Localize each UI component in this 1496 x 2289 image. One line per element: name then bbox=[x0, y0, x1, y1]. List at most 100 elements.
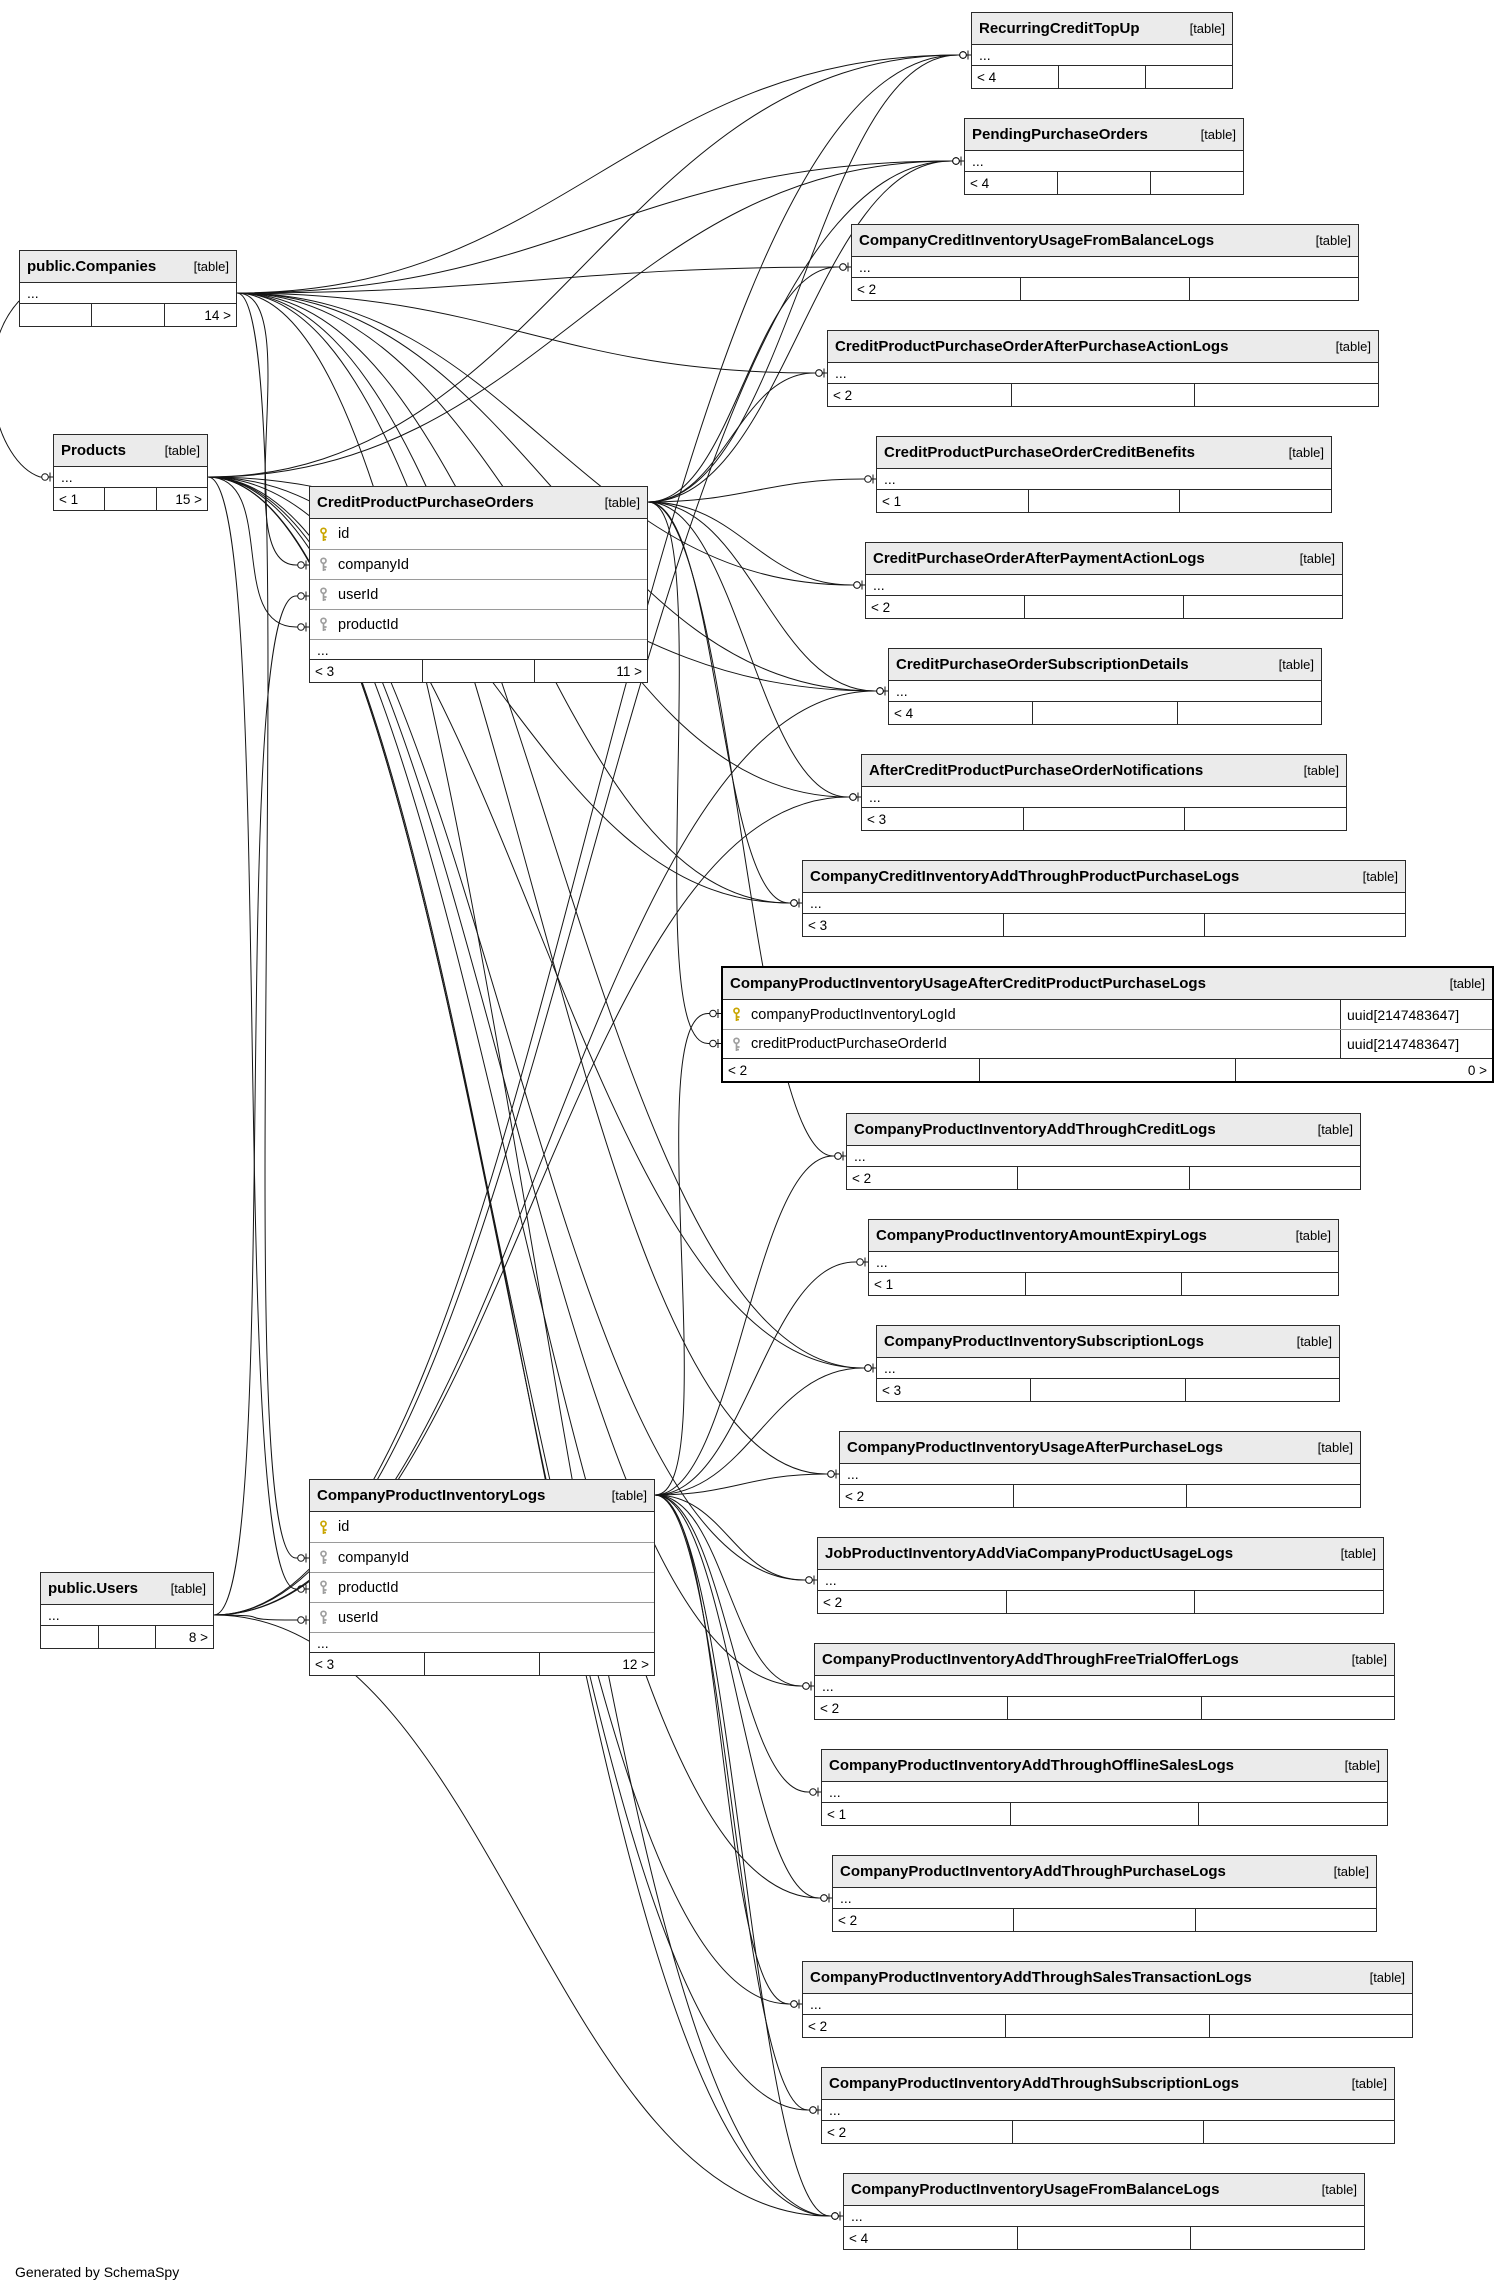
relationship-edge bbox=[647, 262, 851, 503]
footer-spacer bbox=[1009, 1803, 1199, 1825]
table-cpiatftol[interactable]: CompanyProductInventoryAddThroughFreeTri… bbox=[814, 1643, 1395, 1720]
footer-spacer bbox=[1005, 1591, 1195, 1613]
relationship-edge bbox=[236, 292, 876, 1373]
table-cpiatsl[interactable]: CompanyProductInventoryAddThroughSubscri… bbox=[821, 2067, 1395, 2144]
parents-count: < 4 bbox=[970, 175, 990, 191]
table-users[interactable]: public.Users[table]...8 > bbox=[40, 1572, 214, 1649]
table-header: CompanyProductInventoryUsageAfterPurchas… bbox=[840, 1432, 1360, 1464]
footer-spacer bbox=[1030, 1379, 1184, 1401]
table-name: CreditProductPurchaseOrderAfterPurchaseA… bbox=[835, 338, 1229, 355]
relationship-edge bbox=[647, 50, 971, 503]
table-cpiatosl[interactable]: CompanyProductInventoryAddThroughOffline… bbox=[821, 1749, 1388, 1826]
table-header: CreditPurchaseOrderSubscriptionDetails[t… bbox=[889, 649, 1321, 681]
primary-key-icon bbox=[316, 1519, 331, 1535]
table-header: CompanyProductInventoryAmountExpiryLogs[… bbox=[869, 1220, 1338, 1252]
relationship-edge bbox=[654, 1494, 843, 2221]
columns-ellipsis: ... bbox=[847, 1466, 859, 1482]
footer-spacer bbox=[1017, 1167, 1188, 1189]
table-name: CompanyCreditInventoryAddThroughProductP… bbox=[810, 868, 1240, 885]
table-header: CreditPurchaseOrderAfterPaymentActionLog… bbox=[866, 543, 1342, 575]
edge-endpoint-circle bbox=[805, 1576, 813, 1584]
table-cposd[interactable]: CreditPurchaseOrderSubscriptionDetails[t… bbox=[888, 648, 1322, 725]
table-cpiatpl[interactable]: CompanyProductInventoryAddThroughPurchas… bbox=[832, 1855, 1377, 1932]
table-cppoapal[interactable]: CreditProductPurchaseOrderAfterPurchaseA… bbox=[827, 330, 1379, 407]
relationship-edge bbox=[647, 501, 861, 802]
children-count bbox=[1184, 1379, 1339, 1401]
table-companies[interactable]: public.Companies[table]...14 > bbox=[19, 250, 237, 327]
table-header: CompanyProductInventoryUsageFromBalanceL… bbox=[844, 2174, 1364, 2206]
footer-spacer bbox=[1012, 2121, 1203, 2143]
edge-endpoint-circle bbox=[815, 369, 823, 377]
table-footer: < 1 bbox=[877, 489, 1331, 512]
generator-credit: Generated by SchemaSpy bbox=[15, 2264, 180, 2280]
table-cpoapal2[interactable]: CreditPurchaseOrderAfterPaymentActionLog… bbox=[865, 542, 1343, 619]
column-row: productId bbox=[310, 609, 647, 639]
table-pending[interactable]: PendingPurchaseOrders[table]...< 4 bbox=[964, 118, 1244, 195]
columns-ellipsis: ... bbox=[896, 683, 908, 699]
table-type-label: [table] bbox=[1321, 2182, 1357, 2197]
columns-ellipsis: ... bbox=[835, 365, 847, 381]
parents-count: < 2 bbox=[857, 281, 877, 297]
table-name: CompanyProductInventoryAddThroughCreditL… bbox=[854, 1121, 1216, 1138]
parents-count: < 2 bbox=[808, 2018, 828, 2034]
columns-ellipsis: ... bbox=[27, 285, 39, 301]
relationship-edge bbox=[207, 476, 309, 632]
edge-endpoint-circle bbox=[827, 1470, 835, 1478]
table-cppocb[interactable]: CreditProductPurchaseOrderCreditBenefits… bbox=[876, 436, 1332, 513]
table-type-label: [table] bbox=[164, 443, 200, 458]
footer-spacer bbox=[1010, 384, 1195, 406]
edge-endpoint-circle bbox=[297, 623, 305, 631]
table-cpiuacppl[interactable]: CompanyProductInventoryUsageAfterCreditP… bbox=[721, 966, 1494, 1083]
children-count bbox=[1190, 2227, 1364, 2249]
table-name: CompanyProductInventoryAddThroughPurchas… bbox=[840, 1863, 1226, 1880]
column-name: productId bbox=[338, 616, 399, 633]
table-jpiavcpul[interactable]: JobProductInventoryAddViaCompanyProductU… bbox=[817, 1537, 1384, 1614]
column-name: creditProductPurchaseOrderId bbox=[751, 1036, 947, 1052]
table-name: RecurringCreditTopUp bbox=[979, 20, 1140, 37]
table-footer: < 2 bbox=[815, 1696, 1394, 1719]
table-cpiatstl[interactable]: CompanyProductInventoryAddThroughSalesTr… bbox=[802, 1961, 1413, 2038]
columns-ellipsis: ... bbox=[829, 2102, 841, 2118]
table-footer: < 3 bbox=[877, 1378, 1339, 1401]
footer-spacer bbox=[1007, 1697, 1200, 1719]
column-row: id bbox=[310, 519, 647, 549]
table-name: CompanyProductInventoryAddThroughSalesTr… bbox=[810, 1969, 1252, 1986]
table-footer: < 2 bbox=[840, 1484, 1360, 1507]
relationship-edge bbox=[654, 1009, 721, 1496]
footer-spacer bbox=[1027, 490, 1180, 512]
edge-endpoint-circle bbox=[297, 1554, 305, 1562]
table-cpiatcl[interactable]: CompanyProductInventoryAddThroughCreditL… bbox=[846, 1113, 1361, 1190]
footer-spacer bbox=[1057, 172, 1150, 194]
footer-spacer bbox=[1003, 914, 1204, 936]
table-header: RecurringCreditTopUp[table] bbox=[972, 13, 1232, 45]
relationship-edge bbox=[647, 156, 964, 503]
table-ccufbl[interactable]: CompanyCreditInventoryUsageFromBalanceLo… bbox=[851, 224, 1359, 301]
children-count bbox=[1186, 1485, 1360, 1507]
table-name: CreditProductPurchaseOrderCreditBenefits bbox=[884, 444, 1195, 461]
table-header: CreditProductPurchaseOrderCreditBenefits… bbox=[877, 437, 1331, 469]
relationship-edge bbox=[207, 476, 843, 2221]
table-name: CompanyProductInventoryUsageAfterPurchas… bbox=[847, 1439, 1223, 1456]
relationship-edge bbox=[654, 1494, 821, 1797]
footer-spacer bbox=[1058, 66, 1145, 88]
table-cpiael[interactable]: CompanyProductInventoryAmountExpiryLogs[… bbox=[868, 1219, 1339, 1296]
relationship-edge bbox=[654, 1469, 839, 1496]
foreign-key-icon bbox=[729, 1036, 744, 1052]
table-name: PendingPurchaseOrders bbox=[972, 126, 1148, 143]
table-cpiuapl[interactable]: CompanyProductInventoryUsageAfterPurchas… bbox=[839, 1431, 1361, 1508]
parents-count: < 2 bbox=[845, 1488, 865, 1504]
relationship-edge bbox=[236, 292, 309, 1563]
table-cciatppl[interactable]: CompanyCreditInventoryAddThroughProductP… bbox=[802, 860, 1406, 937]
relationship-edge bbox=[647, 501, 721, 1048]
edge-endpoint-circle bbox=[959, 51, 967, 59]
table-recurring[interactable]: RecurringCreditTopUp[table]...< 4 bbox=[971, 12, 1233, 89]
table-cpiufbl[interactable]: CompanyProductInventoryUsageFromBalanceL… bbox=[843, 2173, 1365, 2250]
table-acppon[interactable]: AfterCreditProductPurchaseOrderNotificat… bbox=[861, 754, 1347, 831]
table-cpisl[interactable]: CompanyProductInventorySubscriptionLogs[… bbox=[876, 1325, 1340, 1402]
table-name: CompanyCreditInventoryUsageFromBalanceLo… bbox=[859, 232, 1215, 249]
